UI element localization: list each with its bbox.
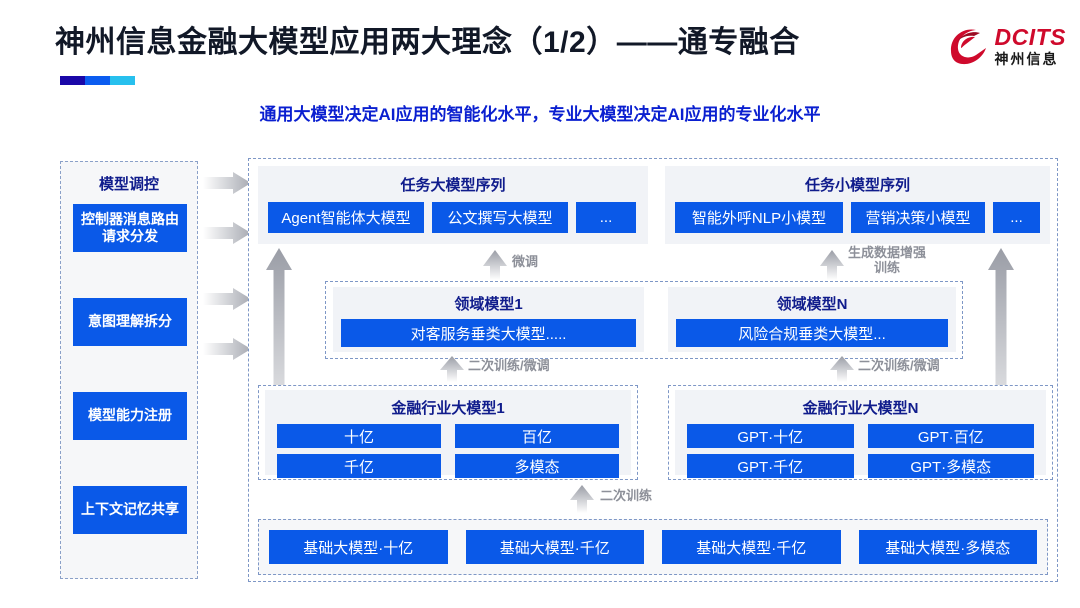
finetune-label-left: 微调: [512, 254, 539, 269]
page-title: 神州信息金融大模型应用两大理念（1/2）——通专融合: [55, 26, 800, 59]
retrain-finetune-arrow-icon-left: [440, 356, 464, 387]
feed-arrow-icon-1: [203, 172, 251, 194]
industry-n-cell-gpt-ten-billion[interactable]: GPT·百亿: [867, 424, 1034, 448]
sidebar-item-context-memory[interactable]: 上下文记忆共享: [73, 486, 187, 534]
chip-marketing-decision-small-model[interactable]: 营销决策小模型: [851, 202, 985, 233]
retrain-label: 二次训练: [600, 488, 653, 503]
industry-1-cell-multimodal[interactable]: 多模态: [455, 454, 619, 478]
industry-model-1-grid: 十亿 百亿 千亿 多模态: [265, 418, 631, 488]
model-control-panel-title: 模型调控: [98, 176, 159, 193]
domain-model-n-bar[interactable]: 风险合规垂类大模型...: [676, 319, 948, 347]
base-model-row: 基础大模型·十亿 基础大模型·千亿 基础大模型·千亿 基础大模型·多模态: [259, 520, 1047, 574]
domain-model-n-title: 领域模型N: [776, 296, 848, 313]
chip-agent-large-model[interactable]: Agent智能体大模型: [268, 202, 424, 233]
accent-bar: [60, 76, 135, 85]
sidebar-item-intent-parsing[interactable]: 意图理解拆分: [73, 298, 187, 346]
domain-model-1-title: 领域模型1: [454, 296, 523, 313]
domain-model-n-card: 领域模型N 风险合规垂类大模型...: [668, 287, 956, 352]
feed-arrow-icon-2: [203, 222, 251, 244]
retrain-finetune-label-left: 二次训练/微调: [468, 358, 550, 373]
feed-arrow-icon-4: [203, 338, 251, 360]
page-header: 神州信息金融大模型应用两大理念（1/2）——通专融合 DCITS 神州信息 通用…: [0, 0, 1080, 125]
industry-model-1-title: 金融行业大模型1: [391, 400, 505, 417]
page-subtitle: 通用大模型决定AI应用的智能化水平，专业大模型决定AI应用的专业化水平: [259, 105, 821, 124]
industry-1-cell-ten-billion[interactable]: 百亿: [455, 424, 619, 448]
feed-arrow-icon-3: [203, 288, 251, 310]
pipeline-arrow-icon-right-tall: [988, 248, 1014, 475]
model-control-panel: 模型调控 控制器消息路由请求分发 意图理解拆分 模型能力注册 上下文记忆共享: [60, 161, 198, 579]
task-small-model-sequence-title: 任务小模型序列: [804, 177, 910, 194]
task-small-model-sequence: 任务小模型序列 智能外呼NLP小模型 营销决策小模型 ...: [665, 166, 1050, 244]
chip-more-large-models[interactable]: ...: [576, 202, 636, 233]
retrain-finetune-arrow-icon-right: [830, 356, 854, 387]
industry-1-cell-billion[interactable]: 十亿: [277, 424, 441, 448]
base-model-billion[interactable]: 基础大模型·十亿: [269, 530, 448, 564]
industry-model-n-grid: GPT·十亿 GPT·百亿 GPT·千亿 GPT·多模态: [675, 418, 1046, 488]
dcits-logo: DCITS 神州信息: [944, 20, 1067, 72]
task-large-model-sequence-title: 任务大模型序列: [400, 177, 506, 194]
industry-model-1-card: 金融行业大模型1 十亿 百亿 千亿 多模态: [265, 390, 631, 478]
gen-data-arrow-icon: [820, 250, 844, 285]
task-small-model-chip-row: 智能外呼NLP小模型 营销决策小模型 ...: [665, 195, 1050, 243]
industry-model-n-title: 金融行业大模型N: [802, 400, 919, 417]
pipeline-arrow-icon-left-tall: [266, 248, 292, 475]
base-model-hundred-billion-1[interactable]: 基础大模型·千亿: [465, 530, 644, 564]
industry-1-cell-hundred-billion[interactable]: 千亿: [277, 454, 441, 478]
accent-bar-segment-2: [85, 76, 110, 85]
retrain-arrow-icon: [570, 485, 594, 518]
domain-model-1-bar[interactable]: 对客服务垂类大模型.....: [341, 319, 636, 347]
retrain-finetune-label-right: 二次训练/微调: [858, 358, 940, 373]
domain-model-1-card: 领域模型1 对客服务垂类大模型.....: [333, 287, 644, 352]
industry-n-cell-gpt-hundred-billion[interactable]: GPT·千亿: [687, 454, 854, 478]
task-large-model-sequence: 任务大模型序列 Agent智能体大模型 公文撰写大模型 ...: [258, 166, 648, 244]
chip-more-small-models[interactable]: ...: [993, 202, 1040, 233]
gen-data-augmentation-label: 生成数据增强 训练: [848, 245, 927, 275]
logo-text-cn: 神州信息: [994, 51, 1059, 67]
chip-outbound-nlp-small-model[interactable]: 智能外呼NLP小模型: [675, 202, 843, 233]
finetune-arrow-icon-left: [483, 250, 507, 285]
accent-bar-segment-1: [60, 76, 85, 85]
chip-document-writing-large-model[interactable]: 公文撰写大模型: [432, 202, 568, 233]
logo-swirl-icon: [944, 24, 990, 68]
industry-model-n-card: 金融行业大模型N GPT·十亿 GPT·百亿 GPT·千亿 GPT·多模态: [675, 390, 1046, 478]
base-model-hundred-billion-2[interactable]: 基础大模型·千亿: [662, 530, 841, 564]
sidebar-item-capability-registry[interactable]: 模型能力注册: [73, 392, 187, 440]
sidebar-item-controller-routing[interactable]: 控制器消息路由请求分发: [73, 204, 187, 252]
base-model-region: 基础大模型·十亿 基础大模型·千亿 基础大模型·千亿 基础大模型·多模态: [258, 519, 1048, 575]
base-model-multimodal[interactable]: 基础大模型·多模态: [858, 530, 1037, 564]
industry-n-cell-gpt-billion[interactable]: GPT·十亿: [687, 424, 854, 448]
task-large-model-chip-row: Agent智能体大模型 公文撰写大模型 ...: [258, 195, 648, 243]
industry-n-cell-gpt-multimodal[interactable]: GPT·多模态: [867, 454, 1034, 478]
logo-text-en: DCITS: [994, 24, 1066, 50]
accent-bar-segment-3: [110, 76, 135, 85]
